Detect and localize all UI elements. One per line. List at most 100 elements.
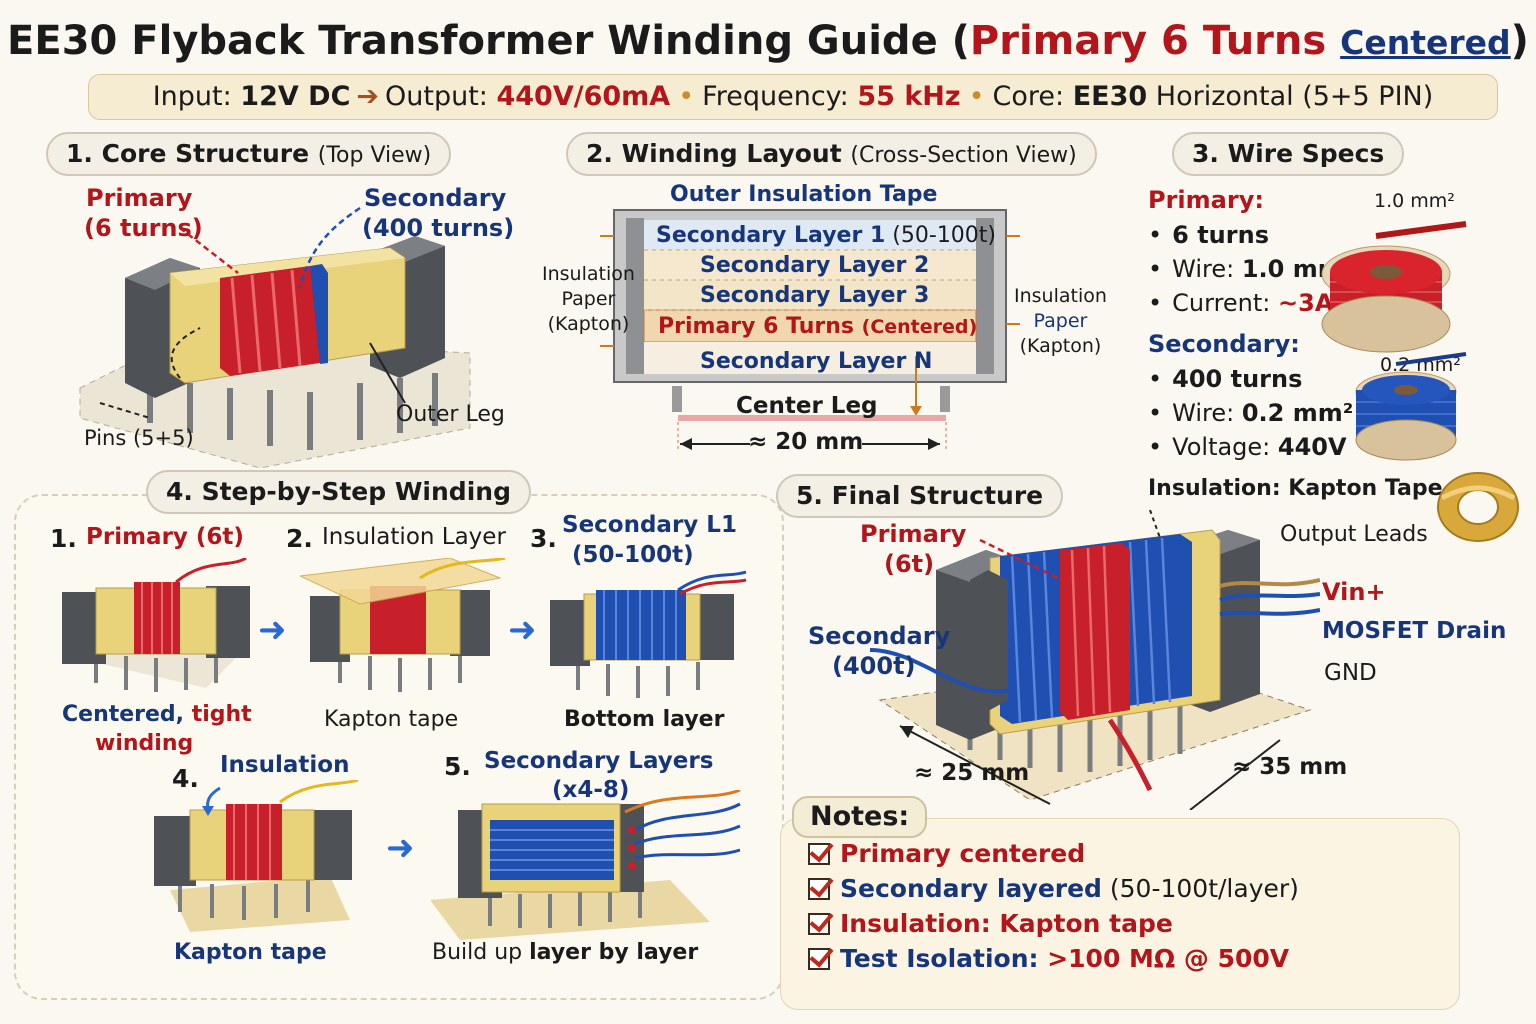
bullet-dot-icon: • — [678, 81, 695, 112]
center-leg-label: Center Leg — [736, 393, 878, 419]
primary-band — [643, 309, 977, 343]
p-wire-label: Wire: — [1172, 255, 1242, 283]
secondary-wire-item: •Wire: 0.2 mm² — [1148, 399, 1354, 427]
insulation-tape-label: Insulation: Kapton Tape — [1148, 476, 1443, 501]
core-value: EE30 — [1072, 81, 1148, 112]
input-label: Input: — [152, 81, 241, 112]
checkbox-checked-icon — [808, 948, 830, 970]
note-item: Secondary layered (50-100t/layer) — [808, 871, 1299, 906]
title-primary: Primary 6 Turns — [969, 18, 1327, 64]
output-value: 440V/60mA — [496, 81, 671, 112]
step5-caption-b: layer by layer — [529, 940, 699, 965]
step3-title: Secondary L1 — [562, 512, 737, 538]
layer1-text: Secondary Layer 1 — [656, 223, 886, 248]
cross-section-illustration — [600, 209, 1020, 452]
layer1-label: Secondary Layer 1 (50-100t) — [656, 223, 996, 248]
step5-caption: Build up layer by layer — [432, 940, 698, 965]
heading-sub: (Top View) — [317, 143, 432, 168]
secondary-voltage-item: •Voltage: 440V — [1148, 433, 1347, 461]
primary-turns-item: •6 turns — [1148, 221, 1269, 249]
step5-caption-a: Build up — [432, 940, 530, 965]
frequency-label: Frequency: — [702, 81, 858, 112]
note4-text-b: >100 MΩ @ 500V — [1047, 944, 1290, 973]
step4-title: Insulation — [220, 752, 350, 778]
note-item: Test Isolation: >100 MΩ @ 500V — [808, 941, 1299, 976]
left-ins-line2: Paper — [561, 288, 616, 310]
wire-primary-title: Primary: — [1148, 186, 1264, 214]
checkbox-checked-icon — [808, 843, 830, 865]
s-wire-label: Wire: — [1172, 399, 1242, 427]
s-voltage-label: Voltage: — [1172, 433, 1278, 461]
step3-illustration — [550, 570, 747, 698]
final-structure-heading: 5. Final Structure — [776, 474, 1064, 518]
note3-text: Insulation: Kapton tape — [840, 909, 1173, 938]
primary-layer-label: Primary 6 Turns (Centered) — [658, 314, 977, 339]
arrow-right-icon: ➜ — [386, 828, 415, 868]
left-insulation-label: Insulation Paper (Kapton) — [542, 262, 635, 337]
step1-caption-a: Centered, — [62, 702, 192, 727]
core-rest: Horizontal (5+5 PIN) — [1147, 81, 1434, 112]
wire-spools-illustration — [1321, 221, 1467, 461]
winding-layout-heading: 2. Winding Layout (Cross-Section View) — [566, 132, 1097, 176]
layer2-label: Secondary Layer 2 — [700, 253, 930, 278]
heading-text: 2. Winding Layout — [586, 139, 842, 168]
output-leads-label: Output Leads — [1280, 522, 1428, 547]
dim-35mm: ≈ 35 mm — [1232, 754, 1348, 780]
core-structure-heading: 1. Core Structure (Top View) — [46, 132, 452, 176]
s-voltage-value: 440V — [1277, 433, 1347, 461]
blue-spool-icon — [1355, 352, 1467, 461]
right-ins-line1: Insulation — [1014, 285, 1107, 307]
final-primary-turns: (6t) — [884, 550, 935, 578]
heading-text: 5. Final Structure — [796, 481, 1044, 510]
core-secondary-turns: (400 turns) — [362, 214, 515, 242]
secondary-winding — [310, 264, 328, 364]
layer1-band — [644, 220, 976, 250]
wire-secondary-title: Secondary: — [1148, 330, 1300, 358]
notes-panel — [780, 818, 1460, 1010]
step3-title-line2: (50-100t) — [572, 542, 694, 568]
pins-label: Pins (5+5) — [84, 426, 194, 450]
layer3-label: Secondary Layer 3 — [700, 283, 930, 308]
step-by-step-heading: 4. Step-by-Step Winding — [146, 470, 531, 514]
primary-layer-sub: (Centered) — [861, 316, 978, 338]
primary-layer-text: Primary 6 Turns — [658, 314, 854, 339]
checkbox-checked-icon — [808, 878, 830, 900]
step1-illustration — [62, 558, 250, 692]
notes-title: Notes: — [792, 796, 928, 838]
note-item: Insulation: Kapton tape — [808, 906, 1299, 941]
step3-number: 3. — [530, 524, 557, 553]
width-dimension: ≈ 20 mm — [748, 429, 864, 455]
step1-caption-b: tight — [191, 702, 252, 727]
note-item: Primary centered — [808, 836, 1299, 871]
p-current-label: Current: — [1172, 289, 1279, 317]
pins — [147, 373, 438, 450]
heading-text: 3. Wire Specs — [1192, 139, 1385, 168]
title-close: ) — [1510, 18, 1529, 64]
layer2-band — [644, 250, 976, 280]
step4-illustration — [154, 780, 359, 932]
heading-text: 4. Step-by-Step Winding — [166, 477, 511, 506]
step5-title: Secondary Layers — [484, 748, 714, 774]
arrow-right-icon: ➜ — [258, 610, 287, 650]
step4-number: 4. — [172, 764, 199, 793]
outer-tape-label: Outer Insulation Tape — [670, 182, 938, 207]
secondary-spec-list: •400 turns •Wire: 0.2 mm² •Voltage: 440V — [1148, 362, 1353, 464]
checkbox-checked-icon — [808, 913, 830, 935]
notes-list: Primary centered Secondary layered (50-1… — [808, 836, 1299, 976]
layerN-label: Secondary Layer N — [700, 349, 933, 374]
step5-title-line2: (x4-8) — [552, 777, 630, 803]
right-ins-line3: (Kapton) — [1019, 335, 1102, 357]
left-ins-line1: Insulation — [542, 263, 635, 285]
step2-caption: Kapton tape — [324, 707, 459, 732]
gnd-label: GND — [1324, 660, 1377, 686]
mosfet-drain-label: MOSFET Drain — [1322, 618, 1507, 644]
note2-text-a: Secondary layered — [840, 874, 1102, 903]
step3-caption: Bottom layer — [564, 707, 725, 732]
step5-number: 5. — [444, 752, 471, 781]
right-insulation-label: Insulation Paper (Kapton) — [1014, 284, 1107, 359]
arrow-right-icon: ➜ — [508, 610, 537, 650]
core-top-view-illustration — [79, 206, 471, 469]
kapton-tape-roll-icon — [1437, 472, 1519, 542]
outer-leg-label: Outer Leg — [396, 402, 505, 427]
final-secondary-turns: (400t) — [832, 652, 916, 680]
